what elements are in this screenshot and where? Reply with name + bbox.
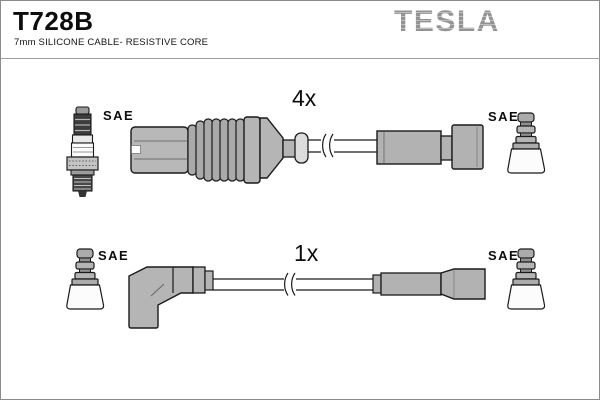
brand-logo: TESLA (394, 5, 500, 38)
cable-1x-graphic (128, 266, 486, 329)
quantity-label-1x: 1x (294, 240, 319, 266)
spark-plug-icon (66, 106, 99, 197)
sae-label-row2-left: SAE (98, 248, 130, 263)
quantity-label-4x: 4x (292, 85, 317, 111)
header-divider (1, 58, 600, 59)
sae-label-row1-left: SAE (103, 108, 135, 123)
subtitle: 7mm SILICONE CABLE- RESISTIVE CORE (14, 37, 209, 48)
cable-4x-graphic (130, 116, 484, 184)
sae-label-row2-right: SAE (488, 248, 520, 263)
part-number: T728B (13, 6, 94, 36)
sae-label-row1-right: SAE (488, 109, 520, 124)
